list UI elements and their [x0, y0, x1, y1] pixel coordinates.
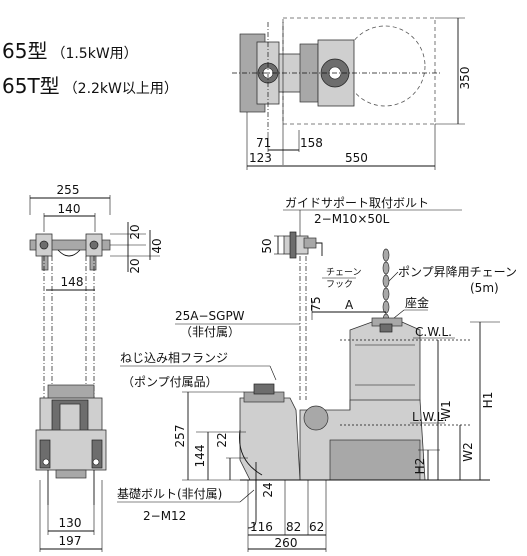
dim-W1: W1 [439, 400, 453, 420]
dim-H1: H1 [481, 392, 495, 409]
dim-24: 24 [261, 482, 275, 497]
dim-197: 197 [59, 534, 82, 548]
label-chain-hook-1: チェーン [326, 267, 362, 278]
dim-40: 40 [150, 238, 164, 253]
dim-W2: W2 [461, 442, 475, 462]
label-pipe-note: （非付属） [180, 325, 240, 339]
label-guide-support-spec: 2−M10×50L [314, 212, 390, 226]
dim-20-top: 20 [128, 224, 142, 239]
label-guide-support: ガイドサポート取付ボルト [285, 196, 429, 210]
plan-pump-motor-ghost [344, 25, 426, 107]
label-flange: ねじ込み相フランジ [120, 351, 228, 365]
dim-255: 255 [57, 183, 80, 197]
model-title-65: 65型（1.5kW用） [2, 39, 138, 63]
label-anchor-spec: 2−M12 [143, 509, 186, 523]
label-chain-hook-2: フック [326, 279, 353, 290]
dim-62: 62 [309, 520, 324, 534]
dim-130: 130 [59, 516, 82, 530]
label-cwl: C.W.L. [415, 325, 452, 339]
dim-148: 148 [61, 275, 84, 289]
label-lift-chain-length: (5m) [470, 281, 499, 295]
front-view: 255 140 20 20 40 148 [29, 183, 164, 552]
label-pipe: 25A−SGPW [175, 309, 245, 323]
dim-116: 116 [250, 520, 273, 534]
dim-550: 550 [345, 151, 368, 165]
dim-260: 260 [275, 536, 298, 550]
label-flange-note: （ポンプ付属品） [122, 375, 218, 389]
label-lift-chain: ポンプ昇降用チェーン [398, 265, 517, 279]
model-title-65t: 65T型（2.2kW以上用） [2, 74, 178, 98]
side-base-block [239, 397, 301, 481]
dim-75: 75 [309, 296, 323, 311]
label-lwl: L.W.L. [412, 410, 447, 424]
label-anchor: 基礎ボルト(非付属) [117, 487, 222, 501]
front-pump-flange [47, 384, 95, 400]
model-titles: 65型（1.5kW用） 65T型（2.2kW以上用） [2, 39, 178, 98]
side-view: ガイドサポート取付ボルト 2−M10×50L 50 チェーン フック ポンプ昇降… [117, 196, 517, 552]
dim-71: 71 [256, 136, 271, 150]
plan-view: 350 71 158 123 550 [232, 17, 472, 170]
label-washer: 座金 [405, 295, 429, 310]
dim-H2: H2 [413, 458, 427, 475]
side-lift-chain [382, 248, 390, 327]
dim-A: A [345, 298, 354, 312]
dim-50: 50 [260, 238, 274, 253]
dim-257: 257 [173, 425, 187, 448]
dim-144: 144 [193, 445, 207, 468]
dim-140: 140 [58, 202, 81, 216]
dim-123: 123 [249, 151, 272, 165]
dim-158: 158 [300, 136, 323, 150]
dim-20-bottom: 20 [128, 258, 142, 273]
dim-22: 22 [215, 432, 229, 447]
dim-82: 82 [286, 520, 301, 534]
dim-350: 350 [458, 67, 472, 90]
